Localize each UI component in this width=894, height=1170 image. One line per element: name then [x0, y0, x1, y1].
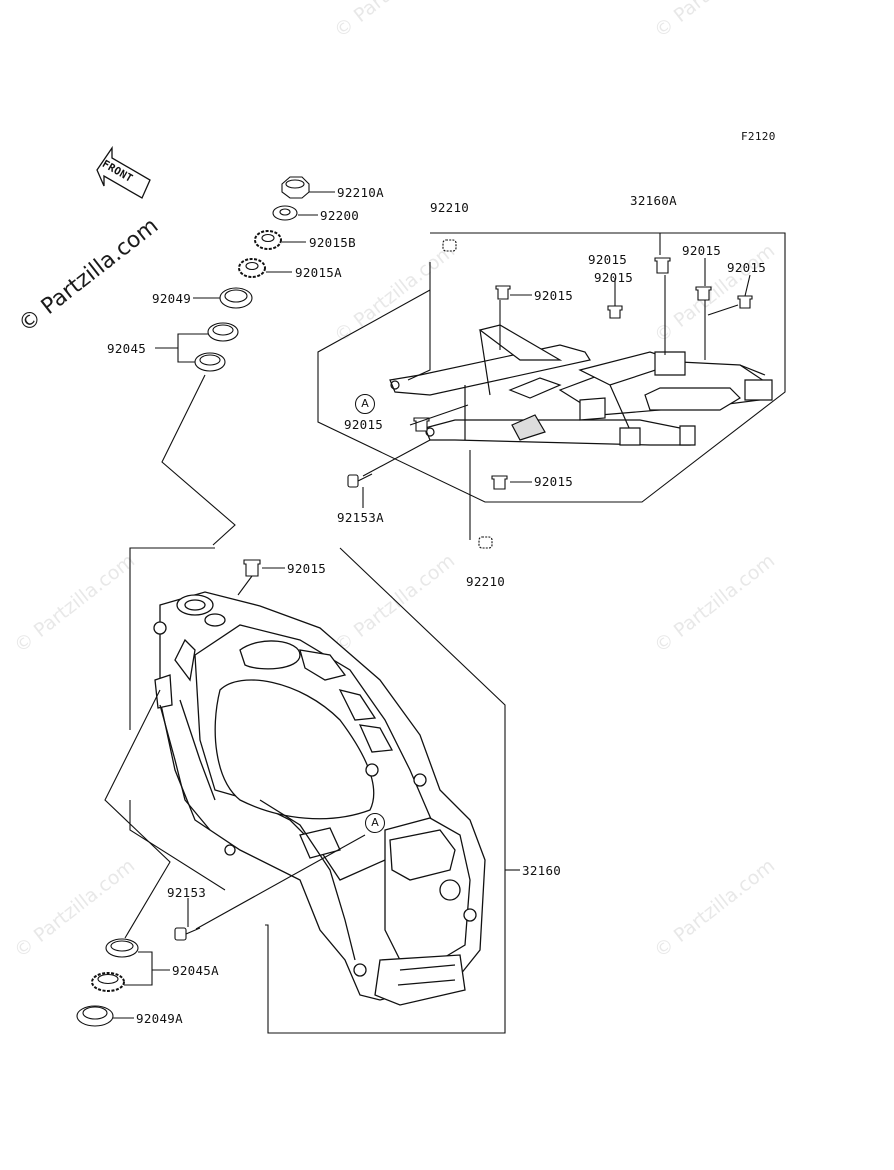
- part-label[interactable]: 92015B: [309, 235, 356, 250]
- grommet-icon: [243, 559, 261, 577]
- part-label[interactable]: 32160A: [630, 193, 677, 208]
- washer-icon: [272, 205, 298, 221]
- part-label[interactable]: 92153: [167, 885, 207, 900]
- part-label[interactable]: 92015: [534, 474, 574, 489]
- part-label[interactable]: 92210A: [337, 185, 384, 200]
- bearing-lower-icon: [105, 938, 139, 958]
- grommet-icon: [607, 305, 623, 319]
- collar-icon: [442, 239, 457, 252]
- part-label[interactable]: 92015: [594, 270, 634, 285]
- bolt-icon: [347, 473, 373, 488]
- part-label[interactable]: 92015: [588, 252, 628, 267]
- part-label[interactable]: 92015: [682, 243, 722, 258]
- part-label[interactable]: 92015: [287, 561, 327, 576]
- bearing-upper-icon: [194, 322, 239, 372]
- part-label[interactable]: 92210: [466, 574, 506, 589]
- part-label[interactable]: 92210: [430, 200, 470, 215]
- grommet-icon: [654, 257, 671, 274]
- collar-icon: [478, 536, 493, 549]
- grommet-icon: [737, 295, 753, 309]
- part-label[interactable]: 92015: [344, 417, 384, 432]
- grommet-icon: [491, 475, 508, 490]
- grommet-icon: [495, 285, 511, 300]
- part-label[interactable]: 92049: [152, 291, 192, 306]
- locknut-b-icon: [254, 230, 282, 250]
- lower-seal-icon: [76, 1005, 114, 1027]
- part-label[interactable]: 92153A: [337, 510, 384, 525]
- part-label[interactable]: 92045: [107, 341, 147, 356]
- grommet-icon: [695, 286, 712, 301]
- subframe-drawing: [389, 324, 773, 446]
- grommet-icon: [413, 417, 430, 432]
- part-label[interactable]: 92015: [534, 288, 574, 303]
- part-label[interactable]: 92015: [727, 260, 767, 275]
- part-label[interactable]: 92045A: [172, 963, 219, 978]
- ref-marker-a: A: [365, 813, 385, 833]
- part-label[interactable]: 32160: [522, 863, 562, 878]
- seal-icon: [219, 287, 253, 309]
- part-label[interactable]: 92200: [320, 208, 360, 223]
- locknut-a-icon: [238, 258, 266, 278]
- part-label[interactable]: 92049A: [136, 1011, 183, 1026]
- part-label[interactable]: 92015A: [295, 265, 342, 280]
- stem-nut-icon: [281, 176, 310, 199]
- ref-marker-a: A: [355, 394, 375, 414]
- bearing-race-icon: [91, 972, 125, 992]
- figure-code: F2120: [741, 130, 776, 143]
- bolt-icon: [174, 927, 201, 941]
- main-frame-drawing: [153, 591, 486, 1006]
- front-arrow-icon: [96, 145, 151, 199]
